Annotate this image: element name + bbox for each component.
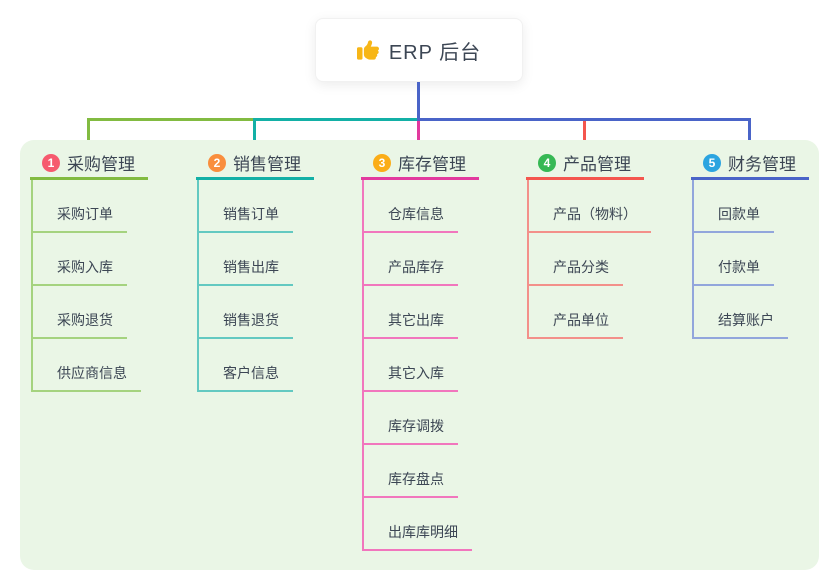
branch-title-label: 产品管理	[563, 155, 631, 174]
child-node[interactable]: 产品分类	[529, 233, 623, 286]
drop-line-inventory	[417, 121, 420, 147]
branch-title-label: 采购管理	[67, 155, 135, 174]
branch-inventory: 3 库存管理 仓库信息 产品库存 其它出库 其它入库 库存调拨 库存盘点 出库库…	[361, 148, 479, 551]
thumbs-up-icon	[356, 40, 379, 60]
child-node[interactable]: 仓库信息	[364, 180, 458, 233]
branch-title-label: 财务管理	[728, 155, 796, 174]
drop-line-purchase	[87, 118, 90, 147]
child-node[interactable]: 采购退货	[33, 286, 127, 339]
branch-product-title[interactable]: 4 产品管理	[526, 148, 651, 177]
branch-number-badge: 5	[703, 153, 721, 172]
branch-sales: 2 销售管理 销售订单 销售出库 销售退货 客户信息	[196, 148, 314, 392]
branch-finance: 5 财务管理 回款单 付款单 结算账户	[691, 148, 809, 339]
branch-title-label: 库存管理	[398, 155, 466, 174]
branch-number-badge: 1	[42, 153, 60, 172]
child-node[interactable]: 其它出库	[364, 286, 458, 339]
drop-line-finance	[748, 118, 751, 147]
child-node[interactable]: 库存盘点	[364, 445, 458, 498]
bus-line-purchase	[87, 118, 255, 121]
branch-number-badge: 3	[373, 153, 391, 172]
root-node[interactable]: ERP 后台	[315, 18, 523, 82]
child-node[interactable]: 客户信息	[199, 339, 293, 392]
child-node[interactable]: 产品（物料）	[529, 180, 651, 233]
drop-line-product	[583, 121, 586, 147]
child-node[interactable]: 销售退货	[199, 286, 293, 339]
child-node[interactable]: 其它入库	[364, 339, 458, 392]
child-node[interactable]: 出库库明细	[364, 498, 472, 551]
child-node[interactable]: 产品单位	[529, 286, 623, 339]
child-node[interactable]: 回款单	[694, 180, 774, 233]
bus-line-finance	[417, 118, 751, 121]
child-node[interactable]: 产品库存	[364, 233, 458, 286]
branch-sales-title[interactable]: 2 销售管理	[196, 148, 314, 177]
branch-title-underline	[30, 177, 148, 180]
root-stem-line	[417, 82, 420, 121]
branch-children: 回款单 付款单 结算账户	[692, 180, 788, 339]
branch-title-label: 销售管理	[233, 155, 301, 174]
child-node[interactable]: 供应商信息	[33, 339, 141, 392]
branch-title-underline	[361, 177, 479, 180]
branches-panel	[20, 140, 819, 570]
branch-finance-title[interactable]: 5 财务管理	[691, 148, 809, 177]
branch-title-underline	[196, 177, 314, 180]
branch-purchase: 1 采购管理 采购订单 采购入库 采购退货 供应商信息	[30, 148, 148, 392]
branch-title-underline	[526, 177, 644, 180]
branch-product: 4 产品管理 产品（物料） 产品分类 产品单位	[526, 148, 651, 339]
child-node[interactable]: 销售订单	[199, 180, 293, 233]
branch-children: 产品（物料） 产品分类 产品单位	[527, 180, 651, 339]
branch-title-underline	[691, 177, 809, 180]
branch-purchase-title[interactable]: 1 采购管理	[30, 148, 148, 177]
drop-line-sales	[253, 118, 256, 147]
root-node-label: ERP 后台	[388, 41, 482, 64]
branch-children: 采购订单 采购入库 采购退货 供应商信息	[31, 180, 141, 392]
child-node[interactable]: 库存调拨	[364, 392, 458, 445]
bus-line-sales	[253, 118, 419, 121]
branch-inventory-title[interactable]: 3 库存管理	[361, 148, 479, 177]
child-node[interactable]: 采购入库	[33, 233, 127, 286]
child-node[interactable]: 采购订单	[33, 180, 127, 233]
branch-children: 销售订单 销售出库 销售退货 客户信息	[197, 180, 293, 392]
child-node[interactable]: 结算账户	[694, 286, 788, 339]
child-node[interactable]: 销售出库	[199, 233, 293, 286]
child-node[interactable]: 付款单	[694, 233, 774, 286]
branch-number-badge: 4	[538, 153, 556, 172]
branch-children: 仓库信息 产品库存 其它出库 其它入库 库存调拨 库存盘点 出库库明细	[362, 180, 472, 551]
branch-number-badge: 2	[208, 153, 226, 172]
